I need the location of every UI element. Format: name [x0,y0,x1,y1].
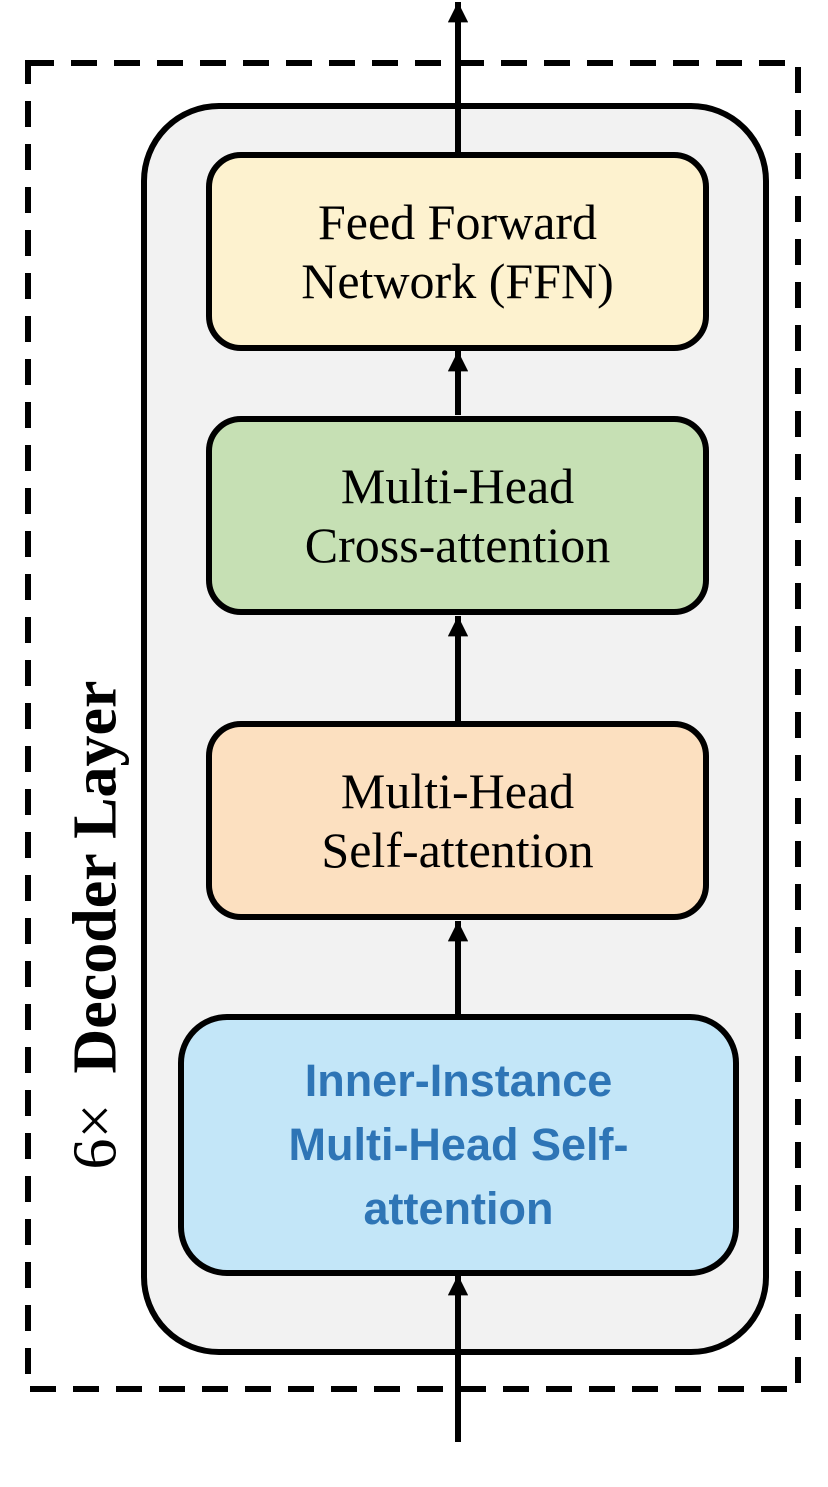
self-attention-block [206,721,709,920]
repeat-boundary [25,60,801,1392]
inner-instance-label-line-3: attention [363,1182,554,1234]
inner-instance-label: Inner-Instance Multi-Head Self- attentio… [181,1017,736,1273]
cross-attention-label: Multi-Head Cross-attention [209,419,706,612]
ffn-label-line-1: Feed Forward [317,193,598,250]
cross-attention-label-line-2: Cross-attention [304,516,611,573]
self-attention-label-line-1: Multi-Head [340,762,575,819]
decoder-layer-side-label: 6× Decoder Layer [61,680,132,1169]
ffn-label: Feed Forward Network (FFN) [209,155,706,348]
layer-name: Decoder Layer [61,680,130,1074]
cross-attention-label-line-1: Multi-Head [340,457,575,514]
inner-instance-label-line-1: Inner-Instance [304,1055,613,1107]
ffn-label-line-2: Network (FFN) [301,252,614,309]
self-attention-label-line-2: Self-attention [321,821,594,878]
inner-instance-label-line-2: Multi-Head Self- [288,1119,629,1171]
inner-instance-block [178,1014,739,1276]
ffn-block [206,152,709,351]
self-attention-label: Multi-Head Self-attention [209,724,706,917]
cross-attention-block [206,416,709,615]
repeat-count: 6× [61,1103,130,1170]
